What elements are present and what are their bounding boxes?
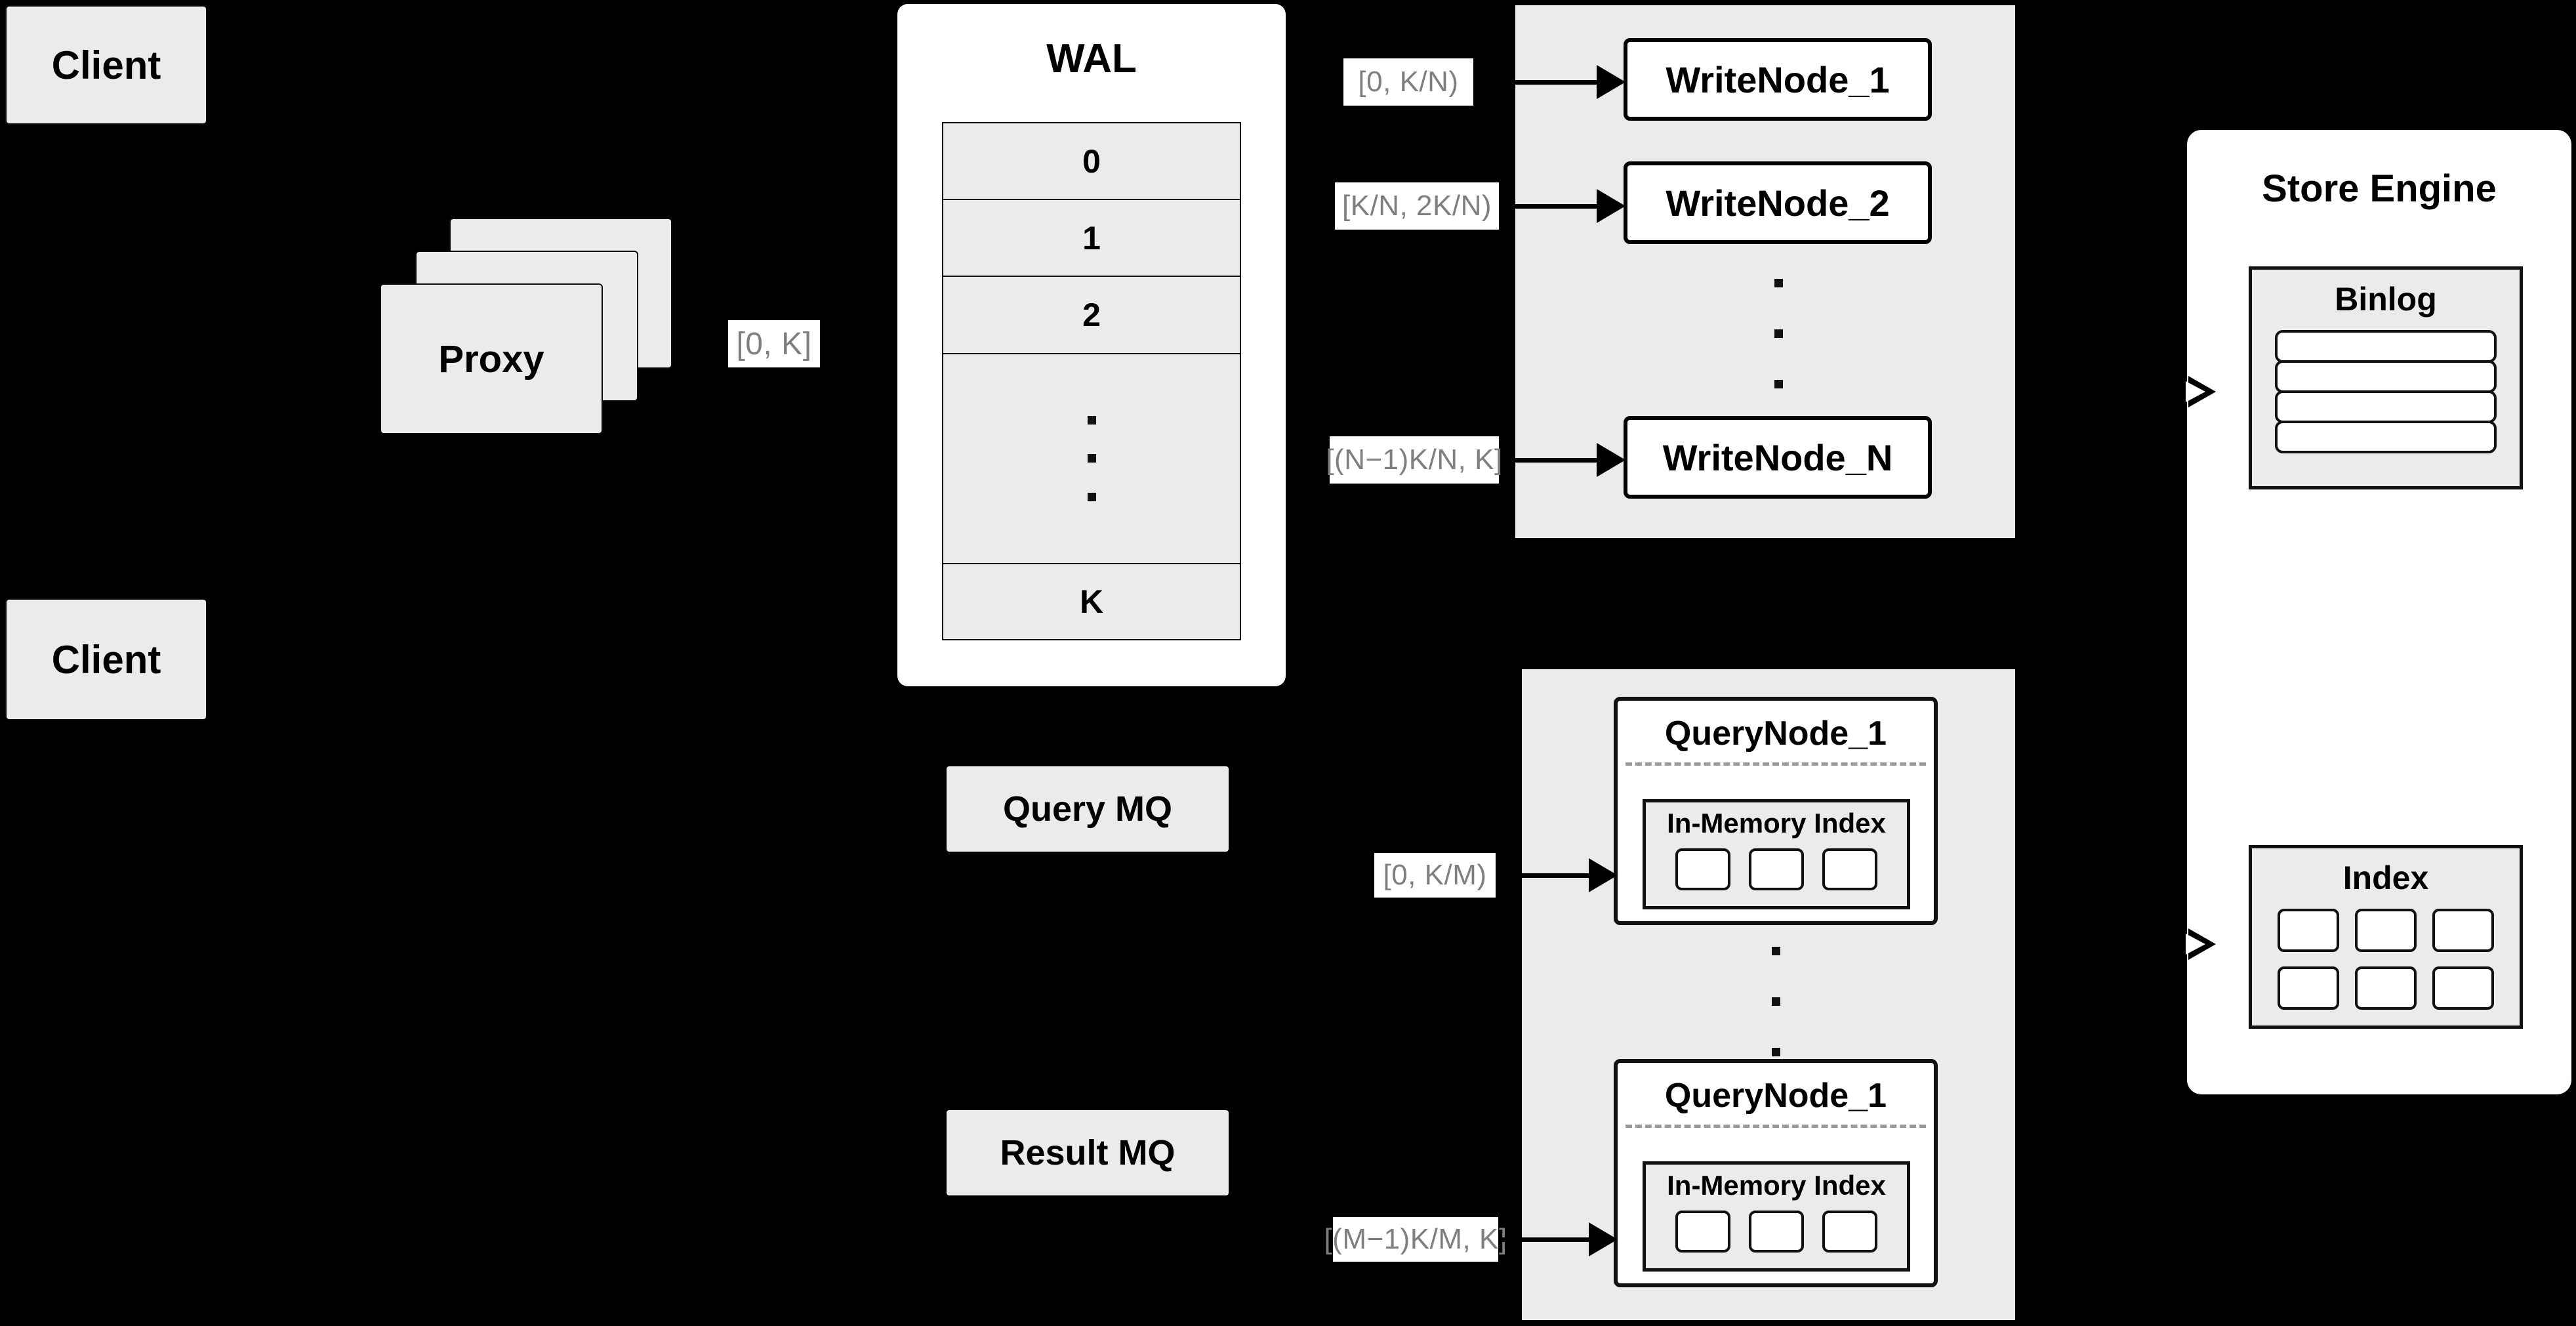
query-cluster-ellipsis-icon [1771, 947, 1780, 1056]
query-node-separator [1625, 1125, 1926, 1128]
index-cell[interactable] [2432, 966, 2494, 1010]
range-tag-label: [(M−1)K/M, K] [1324, 1223, 1507, 1255]
query-node-label: QueryNode_1 [1664, 715, 1887, 753]
binlog-box: Binlog [2249, 266, 2523, 489]
in-memory-index-title: In-Memory Index [1667, 1170, 1886, 1201]
index-segment[interactable] [1822, 1211, 1877, 1253]
proxy-stack[interactable]: Proxy [377, 218, 685, 434]
range-tag-label: [0, K/M) [1383, 859, 1487, 891]
query-node-1[interactable]: QueryNode_1 In-Memory Index [1614, 697, 1938, 925]
index-cell[interactable] [2278, 909, 2339, 952]
arrow-to-index [2125, 928, 2216, 960]
write-node-label: WriteNode_2 [1666, 182, 1890, 224]
range-tag-query-node-m: [(M−1)K/M, K] [1324, 1217, 1507, 1262]
wal-cell[interactable]: 0 [942, 122, 1241, 201]
proxy-card-front[interactable]: Proxy [380, 283, 603, 434]
arrow-head-icon [1589, 858, 1618, 892]
store-engine-title: Store Engine [2262, 167, 2497, 210]
client-box-2[interactable]: Client [5, 598, 207, 720]
wal-cell[interactable]: 1 [942, 200, 1241, 278]
arrow-head-icon [1589, 1222, 1618, 1256]
client-label: Client [51, 43, 161, 87]
binlog-row[interactable] [2275, 390, 2497, 423]
arrow-to-write-node-2 [1503, 187, 1625, 225]
range-tag-write-node-n: [(N−1)K/N, K] [1326, 436, 1502, 484]
result-mq-label: Result MQ [1000, 1133, 1176, 1172]
index-cell[interactable] [2432, 909, 2494, 952]
index-segment[interactable] [1749, 848, 1804, 890]
binlog-row[interactable] [2275, 360, 2497, 393]
write-node-label: WriteNode_N [1662, 436, 1893, 478]
arrow-head-icon [1597, 189, 1625, 223]
index-segment[interactable] [1749, 1211, 1804, 1253]
index-cell[interactable] [2355, 966, 2417, 1010]
wal-cell-label: 1 [1082, 219, 1101, 257]
store-engine-panel: Store Engine Binlog Index [2187, 130, 2571, 1094]
proxy-label: Proxy [438, 337, 544, 381]
query-mq-box[interactable]: Query MQ [947, 766, 1229, 852]
client-box-1[interactable]: Client [5, 5, 207, 125]
query-mq-label: Query MQ [1002, 789, 1173, 829]
wal-cell[interactable]: 2 [942, 277, 1241, 354]
wal-table: 0 1 2 K [942, 122, 1241, 640]
binlog-row[interactable] [2275, 421, 2497, 453]
index-box: Index [2249, 845, 2523, 1029]
range-tag-write-node-1: [0, K/N) [1343, 58, 1473, 106]
index-cell[interactable] [2355, 909, 2417, 952]
wal-cell-label: 0 [1082, 142, 1101, 180]
wal-cell-ellipsis [942, 354, 1241, 564]
write-cluster-ellipsis-icon [1774, 279, 1783, 388]
in-memory-index-box-1: In-Memory Index [1643, 799, 1910, 909]
vertical-ellipsis-icon [1087, 415, 1096, 501]
arrow-head-open-icon [2186, 376, 2216, 407]
index-segment[interactable] [1675, 1211, 1730, 1253]
range-tag-label: [K/N, 2K/N) [1342, 190, 1492, 222]
wal-cell-label: K [1079, 583, 1104, 620]
result-mq-box[interactable]: Result MQ [947, 1110, 1229, 1195]
index-segment[interactable] [1675, 848, 1730, 890]
arrow-to-write-node-1 [1478, 63, 1625, 101]
client-label: Client [51, 637, 161, 682]
range-tag-label: [0, K] [736, 326, 812, 362]
arrow-to-write-node-n [1503, 441, 1625, 479]
write-node-label: WriteNode_1 [1666, 58, 1890, 100]
index-segment[interactable] [1822, 848, 1877, 890]
range-tag-label: [0, K/N) [1358, 66, 1459, 98]
write-node-n[interactable]: WriteNode_N [1624, 416, 1932, 499]
arrow-to-binlog [2125, 376, 2216, 407]
in-memory-index-box-2: In-Memory Index [1643, 1161, 1910, 1272]
binlog-row[interactable] [2275, 330, 2497, 363]
write-node-2[interactable]: WriteNode_2 [1624, 161, 1932, 244]
wal-title: WAL [1046, 36, 1137, 81]
arrow-head-icon [1597, 65, 1625, 99]
query-node-label: QueryNode_1 [1664, 1077, 1887, 1115]
arrow-to-query-node-1 [1502, 856, 1618, 894]
index-title: Index [2342, 860, 2429, 896]
query-node-separator [1625, 762, 1926, 766]
query-node-m[interactable]: QueryNode_1 In-Memory Index [1614, 1059, 1938, 1287]
range-tag-query-node-1: [0, K/M) [1374, 853, 1496, 898]
range-tag-write-node-2: [K/N, 2K/N) [1335, 182, 1499, 230]
arrow-head-open-icon [2186, 928, 2216, 960]
write-node-1[interactable]: WriteNode_1 [1624, 38, 1932, 121]
binlog-title: Binlog [2335, 281, 2437, 318]
range-tag-proxy: [0, K] [728, 320, 820, 367]
wal-panel: WAL 0 1 2 K [897, 4, 1286, 686]
wal-cell[interactable]: K [942, 564, 1241, 640]
arrow-head-icon [1597, 443, 1625, 477]
in-memory-index-title: In-Memory Index [1667, 808, 1886, 839]
range-tag-label: [(N−1)K/N, K] [1326, 444, 1503, 476]
index-cell[interactable] [2278, 966, 2339, 1010]
arrow-to-query-node-m [1502, 1220, 1618, 1258]
wal-cell-label: 2 [1082, 297, 1101, 334]
